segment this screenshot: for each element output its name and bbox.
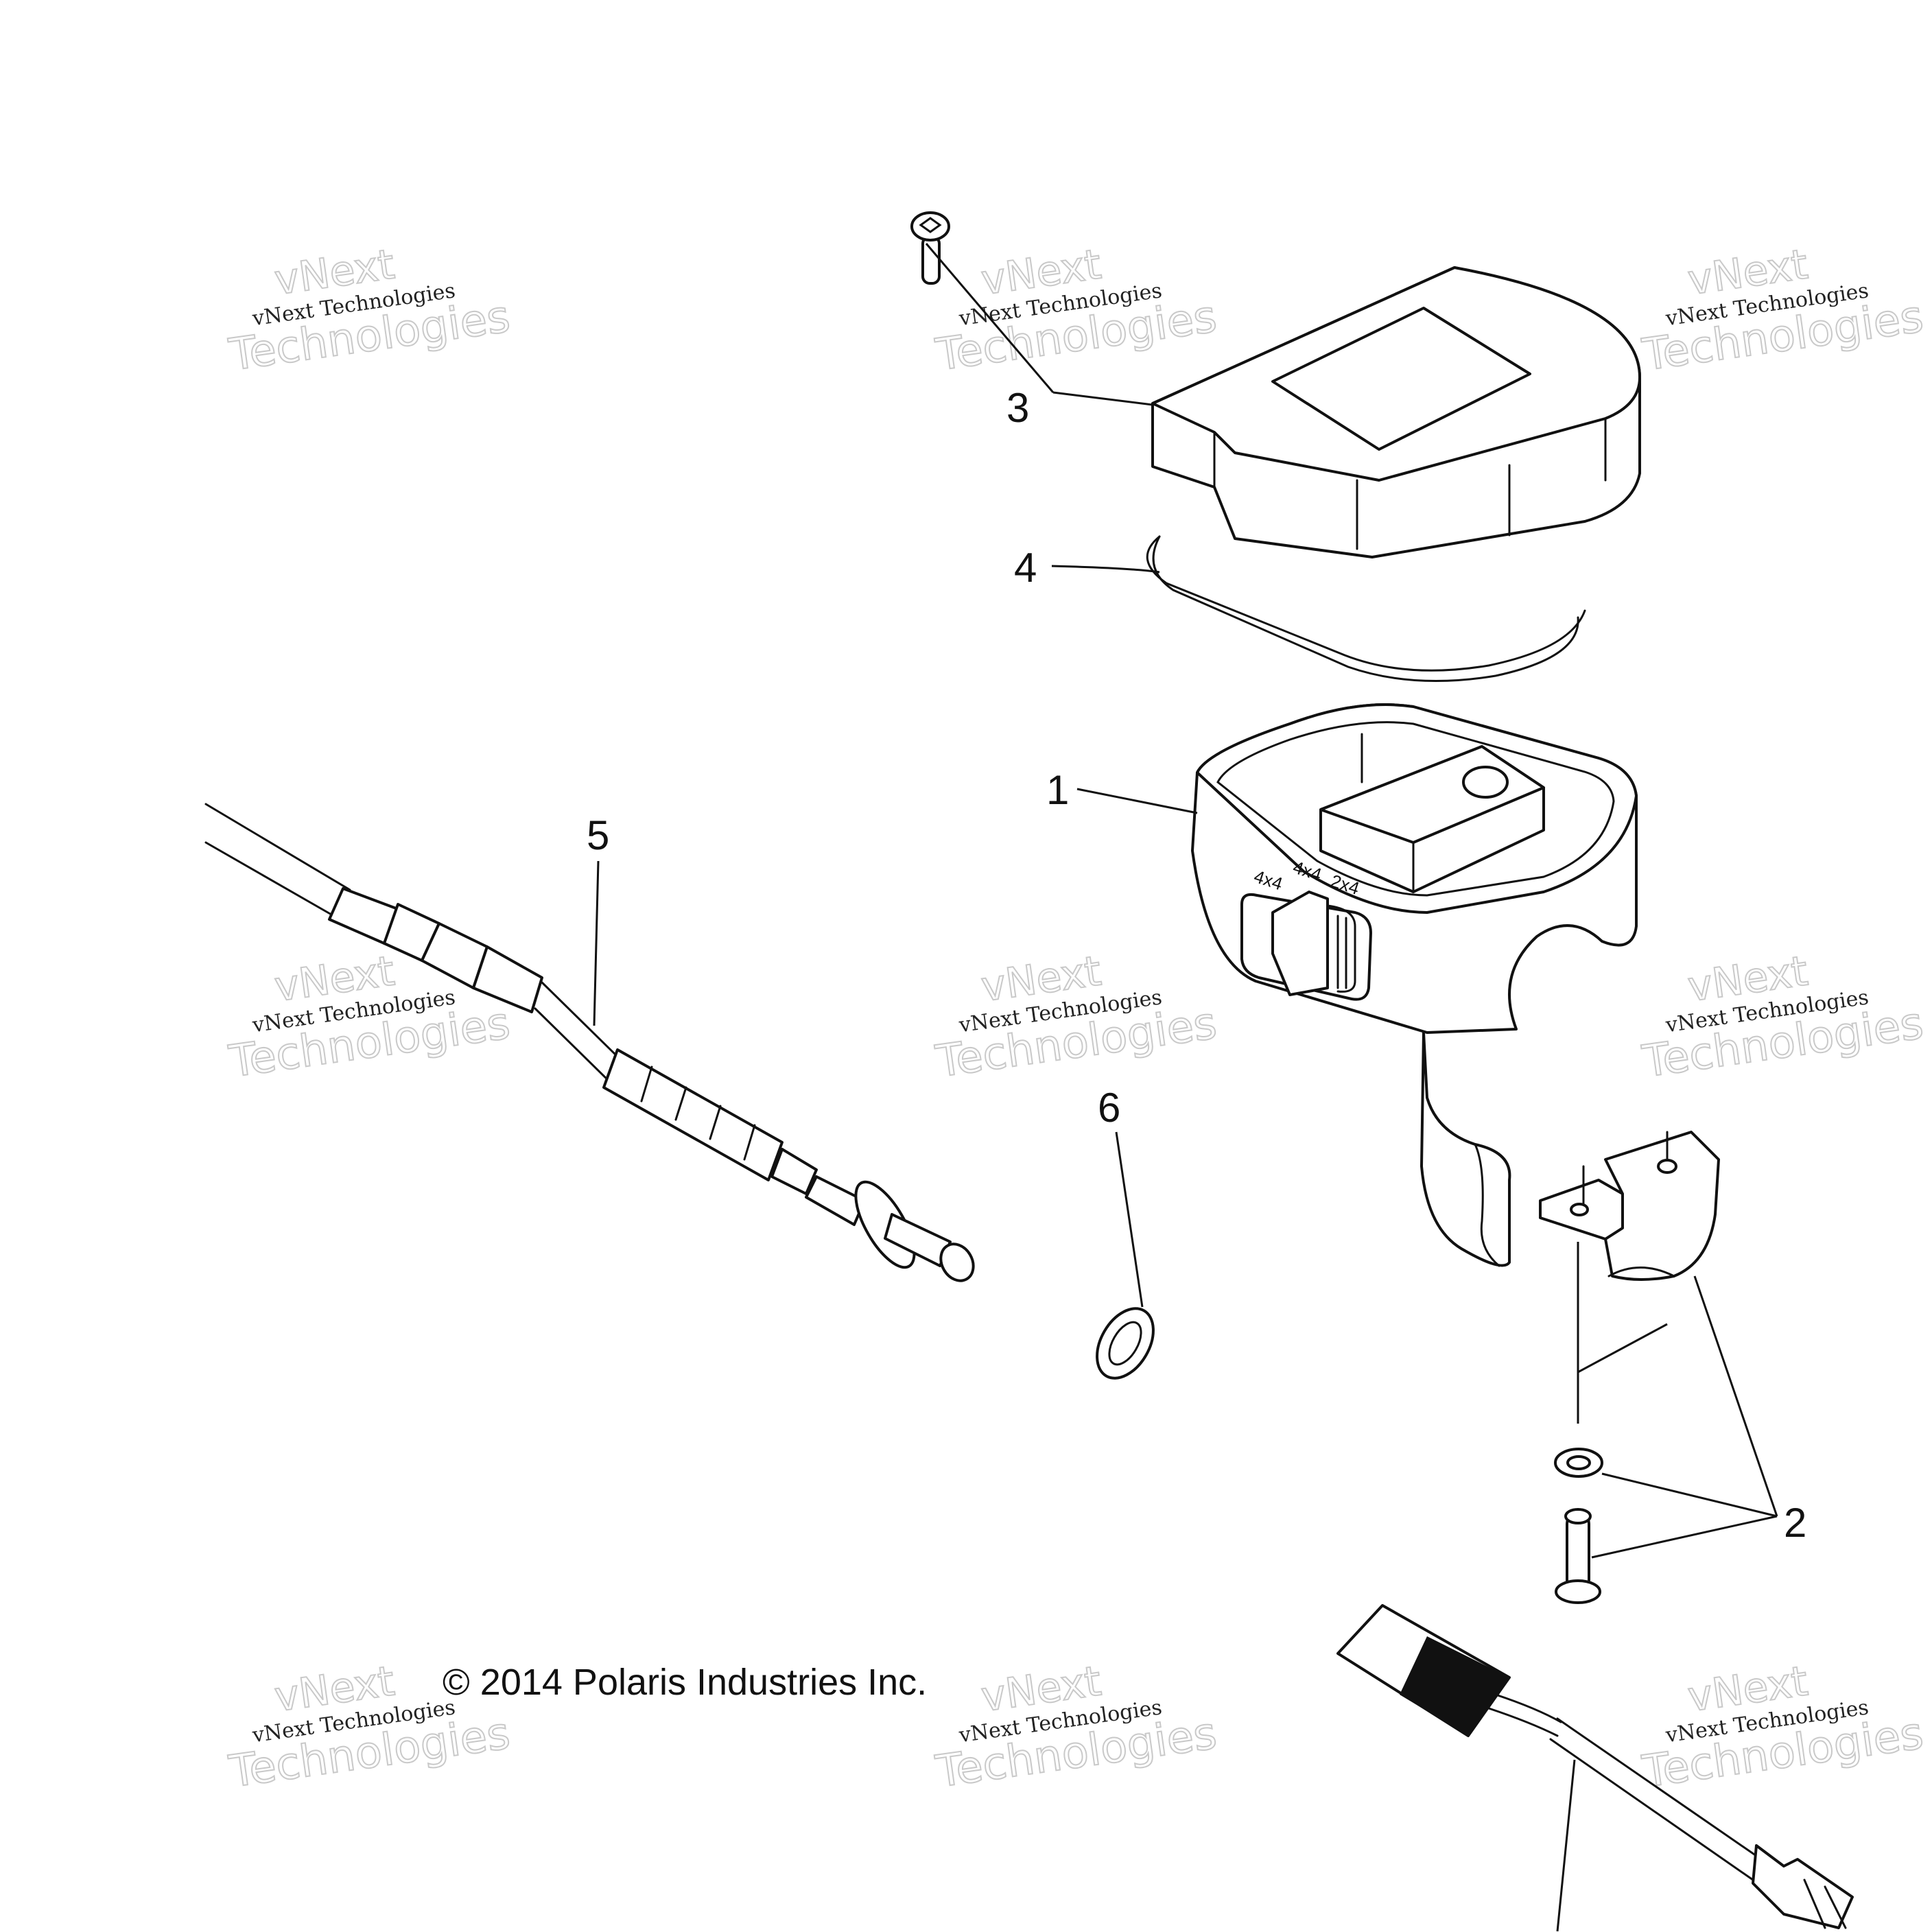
part-5-cable	[204, 803, 975, 1282]
watermark-top-center: vNext vNext Technologies Technologies	[932, 239, 1220, 381]
leader-3a	[925, 243, 1055, 393]
part-6-o-ring	[1096, 1307, 1155, 1380]
watermark-bottom-center: vNext vNext Technologies Technologies	[932, 1656, 1220, 1798]
part-3-screw	[910, 211, 950, 285]
part-2-bolt	[1555, 1508, 1601, 1604]
part-2-washer	[1554, 1448, 1603, 1478]
watermark-top-left: vNext vNext Technologies Technologies	[225, 239, 513, 381]
callout-2: 2	[1784, 1500, 1806, 1546]
part-2-clamp	[1539, 1131, 1720, 1281]
copyright-notice: © 2014 Polaris Industries Inc.	[443, 1662, 927, 1703]
callout-6: 6	[1098, 1085, 1120, 1131]
leader-harness	[1556, 1759, 1576, 1932]
watermark-top-right: vNext vNext Technologies Technologies	[1638, 239, 1927, 381]
callout-1: 1	[1046, 767, 1069, 813]
part-3-cover	[1151, 266, 1641, 558]
leader-2	[1577, 1242, 1778, 1559]
leader-3b	[1052, 391, 1153, 406]
leader-5	[593, 860, 600, 1026]
part-4-gasket	[1146, 535, 1586, 683]
watermark-mid-right: vNext vNext Technologies Technologies	[1638, 946, 1927, 1088]
callout-3: 3	[1006, 385, 1029, 431]
callout-5: 5	[587, 812, 609, 858]
leader-6	[1115, 1131, 1144, 1308]
leader-4	[1051, 565, 1160, 574]
part-1-switch-housing: 4x4 4x4 2x4	[1191, 703, 1638, 1267]
watermark-mid-center: vNext vNext Technologies Technologies	[932, 946, 1220, 1088]
wiring-harness	[1336, 1604, 1854, 1929]
callout-4: 4	[1014, 545, 1037, 591]
leader-1	[1076, 788, 1198, 814]
watermark-bottom-right: vNext vNext Technologies Technologies	[1638, 1656, 1927, 1798]
